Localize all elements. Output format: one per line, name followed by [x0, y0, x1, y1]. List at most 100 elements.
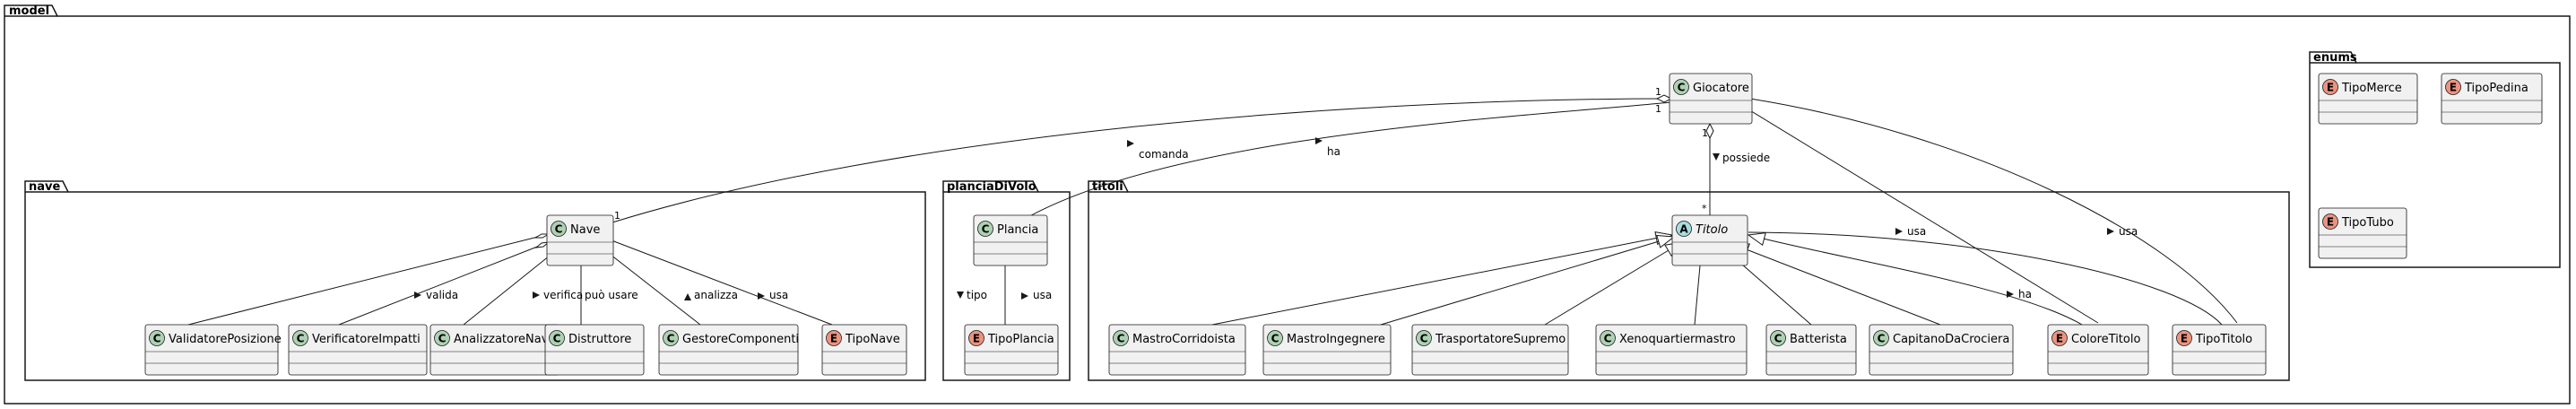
- stereotype-letter: C: [297, 333, 305, 345]
- class-name-verificatore: VerificatoreImpatti: [312, 333, 421, 346]
- edge-labels: comanda ha possiede usa usa valida verif…: [426, 145, 2138, 301]
- stereotype-letter: C: [153, 333, 161, 345]
- class-name-xeno: Xenoquartiermastro: [1619, 333, 1736, 346]
- abstract-stereotype-icon: [1676, 221, 1692, 237]
- class-name-tiponave: TipoNave: [845, 333, 900, 346]
- class-name-analizzatore: AnalizzatoreNave: [454, 333, 555, 346]
- label-usa-plancia: usa: [1033, 289, 1052, 301]
- enum-stereotype-icon: [968, 330, 984, 346]
- class-name-nave: Nave: [570, 223, 600, 237]
- stereotype-letter: E: [2327, 216, 2334, 229]
- class-box-tipoplancia: E TipoPlancia: [964, 324, 1059, 376]
- stereotype-letter: C: [1678, 82, 1686, 94]
- stereotype-letter: C: [982, 223, 990, 236]
- label-ha-tipotitolo: ha: [2018, 288, 2032, 300]
- direction-arrows: [414, 137, 2114, 300]
- class-box-distruttore: C Distruttore: [544, 324, 645, 376]
- package-label-enums: enums: [2313, 51, 2357, 65]
- class-stereotype-icon: [292, 330, 308, 346]
- edge-titolo-tipotitolo: [1748, 231, 2223, 326]
- stereotype-letter: C: [438, 333, 447, 345]
- class-stereotype-icon: [1113, 330, 1129, 346]
- enum-stereotype-icon: [826, 330, 842, 346]
- class-name-titolo: Titolo: [1696, 223, 1728, 237]
- class-box-batterista: C Batterista: [1765, 324, 1857, 376]
- class-stereotype-icon: [1873, 330, 1889, 346]
- package-titoli: titoli: [1088, 180, 2290, 381]
- mult-titolo-possiede: *: [1702, 203, 1707, 214]
- edge-giocatore-nave: [611, 98, 1672, 223]
- class-box-titolo: A Titolo: [1671, 214, 1748, 266]
- class-stereotype-icon: [434, 330, 450, 346]
- class-name-batterista: Batterista: [1790, 333, 1847, 346]
- edge-inherit-trasportatore: [1544, 242, 1682, 326]
- stereotype-letter: C: [1878, 333, 1886, 345]
- mult-giocatore-ha: 1: [1655, 103, 1661, 115]
- label-usa-tipotitolo: usa: [2119, 225, 2138, 238]
- stereotype-letter: E: [973, 333, 980, 345]
- class-name-distruttore: Distruttore: [568, 333, 631, 346]
- enum-stereotype-icon: [2445, 79, 2461, 95]
- label-analizza: analizza: [694, 289, 738, 301]
- class-box-tipotubo: E TipoTubo: [2318, 207, 2407, 259]
- class-name-giocatore: Giocatore: [1693, 82, 1749, 95]
- multiplicities: 1 1 1 1 *: [614, 86, 1708, 222]
- enum-stereotype-icon: [2176, 330, 2192, 346]
- package-label-model: model: [9, 4, 49, 18]
- class-box-plancia: C Plancia: [973, 214, 1048, 266]
- label-ha-plancia: ha: [1327, 145, 1340, 158]
- label-possiede: possiede: [1722, 152, 1770, 164]
- label-puo-usare: può usare: [585, 289, 638, 301]
- enum-stereotype-icon: [2322, 79, 2338, 95]
- enum-stereotype-icon: [2051, 330, 2068, 346]
- edge-nave-validatore: [187, 233, 550, 326]
- stereotype-letter: E: [2327, 82, 2334, 94]
- stereotype-letter: C: [553, 333, 561, 345]
- edge-nave-analizzatore: [463, 244, 564, 326]
- edge-giocatore-tipotitolo: [1749, 98, 2238, 324]
- diamond-giocatore-possiede: [1705, 122, 1714, 140]
- class-name-plancia: Plancia: [997, 223, 1038, 237]
- diamond-nave-verificatore: [534, 241, 551, 248]
- stereotype-letter: E: [830, 333, 837, 345]
- diamond-nave-validatore: [533, 233, 551, 239]
- package-enums: enums: [2309, 51, 2561, 268]
- class-name-tipoplancia: TipoPlancia: [987, 333, 1054, 346]
- label-verifica: verifica: [543, 289, 583, 301]
- edge-nave-verificatore: [338, 241, 550, 326]
- stereotype-letter: C: [1117, 333, 1125, 345]
- class-box-tiponave: E TipoNave: [821, 324, 907, 376]
- label-usa-gestore: usa: [769, 289, 788, 301]
- aggregation-diamonds: [533, 94, 1714, 259]
- package-label-plancia: planciaDiVolo: [947, 180, 1036, 194]
- stereotype-letter: C: [1420, 333, 1428, 345]
- package-label-nave: nave: [29, 180, 61, 194]
- stereotype-letter: A: [1679, 223, 1688, 236]
- edge-inherit-mastroingegnere: [1380, 237, 1674, 326]
- class-name-trasportatore: TrasportatoreSupremo: [1435, 333, 1566, 346]
- class-name-tipotubo: TipoTubo: [2341, 216, 2394, 230]
- class-stereotype-icon: [149, 330, 165, 346]
- stereotype-letter: E: [2056, 333, 2063, 345]
- edge-giocatore-coloretitolo: [1748, 109, 2099, 324]
- class-stereotype-icon: [1673, 79, 1689, 95]
- class-stereotype-icon: [1600, 330, 1616, 346]
- stereotype-letter: E: [2450, 82, 2457, 94]
- label-comanda: comanda: [1139, 148, 1189, 161]
- label-usa-colore: usa: [1907, 225, 1926, 238]
- class-name-tipotitolo: TipoTitolo: [2195, 333, 2252, 346]
- class-stereotype-icon: [663, 330, 679, 346]
- stereotype-letter: C: [1774, 333, 1782, 345]
- relationships: [187, 98, 2238, 326]
- mult-giocatore-possiede: 1: [1702, 127, 1708, 139]
